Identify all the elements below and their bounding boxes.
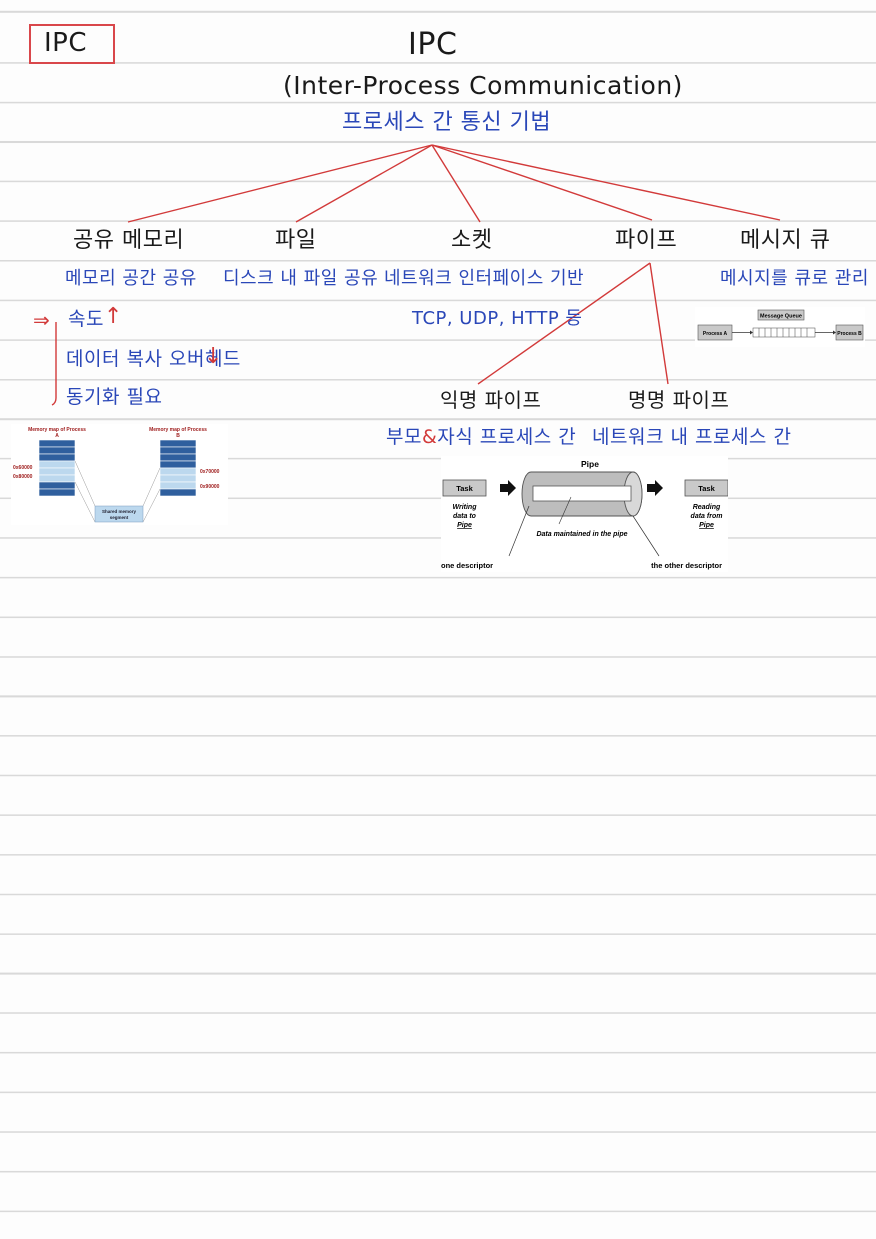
anonymous-pipe: 익명 파이프 xyxy=(440,388,542,412)
mq-queue-label: Message Queue xyxy=(760,314,802,320)
note-sync: 동기화 필요 xyxy=(66,386,163,408)
page-title: IPC xyxy=(408,27,458,62)
branch-named-pipe xyxy=(649,262,669,385)
shm-addr-a1: 0x60000 xyxy=(13,465,33,471)
pipe-other-descriptor: the other descriptor xyxy=(651,561,722,570)
pipe-writing-1: Writing xyxy=(453,504,478,511)
pipe-reading-1: Reading xyxy=(693,504,721,511)
method-pipe: 파이프 xyxy=(615,228,678,253)
desc-amp: & xyxy=(421,426,438,448)
pipe-reading-3: Pipe xyxy=(699,522,714,529)
bracket-line xyxy=(51,322,57,406)
definition-text: 프로세스 간 통신 기법 xyxy=(342,110,552,135)
pipe-label: Pipe xyxy=(581,459,599,469)
method-message-queue: 메시지 큐 xyxy=(740,228,831,253)
note-overhead-down: ↓ xyxy=(204,344,223,369)
pipe-writing-3: Pipe xyxy=(457,522,472,529)
shm-label-a: A xyxy=(55,433,59,439)
shm-addr-a2: 0x80000 xyxy=(13,474,33,480)
branch-socket xyxy=(431,144,481,223)
implication-arrow: ⇒ xyxy=(33,308,51,332)
branch-file xyxy=(295,144,433,223)
shm-addr-b1: 0x70000 xyxy=(200,469,220,475)
message-queue-desc: 메시지를 큐로 관리 xyxy=(720,268,869,289)
method-socket: 소켓 xyxy=(451,228,493,253)
shm-label-b: B xyxy=(176,433,180,439)
desc-child: 자식 프로세스 간 xyxy=(437,426,577,448)
socket-extra: TCP, UDP, HTTP 등 xyxy=(412,308,583,329)
desc-parent: 부모 xyxy=(386,426,422,448)
shm-title-b: Memory map of Process xyxy=(149,427,207,433)
pipe-reading-2: data from xyxy=(691,513,723,520)
shm-addr-b2: 0x90000 xyxy=(200,484,220,490)
shared-memory-figure: Memory map of Process A Memory map of Pr… xyxy=(11,424,228,525)
topic-tag-box xyxy=(29,24,115,64)
mq-process-a: Process A xyxy=(703,331,728,337)
branch-pipe xyxy=(431,144,653,221)
socket-desc: 네트워크 인터페이스 기반 xyxy=(384,268,585,289)
page-subtitle: (Inter-Process Communication) xyxy=(283,71,683,100)
message-queue-figure: Message Queue Process A Process B xyxy=(695,307,865,347)
shm-segment-line2: segment xyxy=(110,515,129,520)
pipe-task-left: Task xyxy=(456,484,473,493)
branch-shared-memory xyxy=(127,144,433,223)
pipe-writing-2: data to xyxy=(453,513,477,520)
shared-memory-desc: 메모리 공간 공유 xyxy=(65,268,197,289)
topic-tag: IPC xyxy=(44,28,88,58)
pipe-one-descriptor: one descriptor xyxy=(441,561,493,570)
named-pipe-desc: 네트워크 내 프로세스 간 xyxy=(592,426,792,448)
mq-process-b: Process B xyxy=(837,331,862,337)
shm-title-a: Memory map of Process xyxy=(28,427,86,433)
branch-message-queue xyxy=(431,144,781,221)
method-file: 파일 xyxy=(275,228,317,253)
shm-segment-line1: Shared memory xyxy=(102,509,137,514)
note-speed-up: ↑ xyxy=(104,304,123,329)
pipe-figure: Pipe Task Task Writing data to Pipe Read… xyxy=(441,456,729,572)
anonymous-pipe-desc: 부모&자식 프로세스 간 xyxy=(386,428,576,447)
file-desc: 디스크 내 파일 공유 xyxy=(223,268,379,289)
note-overhead: 데이터 복사 오버헤드 xyxy=(66,348,241,370)
note-speed: 속도 xyxy=(68,308,104,330)
pipe-maintained: Data maintained in the pipe xyxy=(536,531,627,538)
named-pipe: 명명 파이프 xyxy=(628,388,730,412)
pipe-task-right: Task xyxy=(698,484,715,493)
method-shared-memory: 공유 메모리 xyxy=(73,228,185,253)
